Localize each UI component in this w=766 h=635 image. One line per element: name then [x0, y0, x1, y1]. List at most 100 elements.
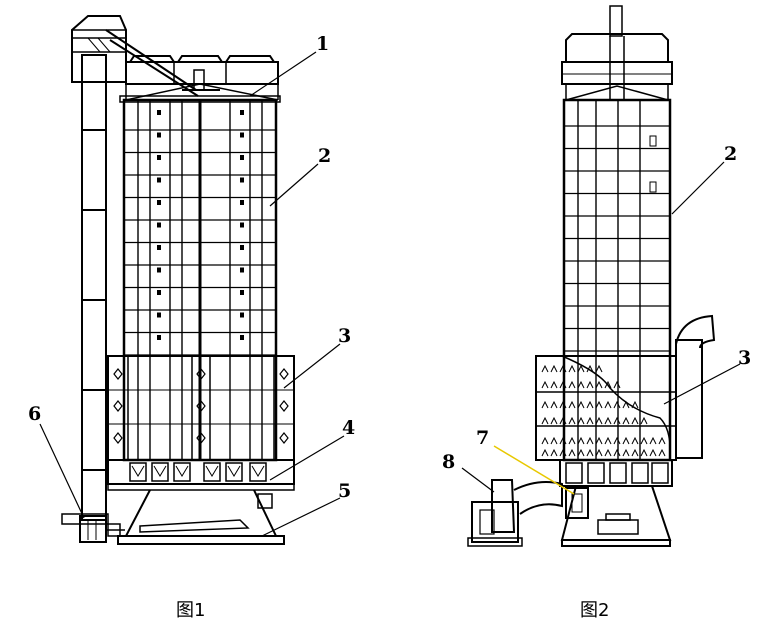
discharge-box [203, 462, 221, 482]
grain-mark [541, 400, 549, 409]
callout-leaders-fig2 [461, 161, 741, 495]
grain-mark [613, 436, 621, 445]
callout-numbers-fig1: 1 2 3 4 5 6 [28, 33, 355, 502]
discharge-box [631, 462, 649, 484]
grain-mark [595, 416, 603, 425]
grain-mark [595, 380, 603, 389]
grain-mark [541, 380, 549, 389]
callout-6: 6 [28, 403, 41, 425]
grain-mark [568, 436, 576, 445]
callout-8: 8 [442, 451, 455, 473]
discharge-box [151, 462, 169, 482]
grain-mark [586, 436, 594, 445]
inlet-diamond [113, 368, 123, 380]
grain-mark [586, 364, 594, 373]
discharge-box [565, 462, 583, 484]
grain-mark [550, 380, 558, 389]
callout-2: 2 [318, 145, 331, 167]
discharge-row [107, 459, 295, 485]
tower-vent-square [157, 177, 161, 183]
grain-mark [559, 416, 567, 425]
figure-1-caption: 图1 [176, 600, 205, 621]
grain-mark [622, 448, 630, 457]
grain-mark [631, 448, 639, 457]
grain-mark [631, 416, 639, 425]
figure-1-dryer-side-view: 1 2 3 4 5 6 图1 [28, 15, 355, 621]
grain-mark [586, 400, 594, 409]
callout-5: 5 [338, 480, 351, 502]
grain-mark [550, 448, 558, 457]
grain-mark [640, 416, 648, 425]
inlet-diamond [196, 400, 206, 412]
grain-mark [595, 364, 603, 373]
grain-mark [613, 416, 621, 425]
base-frame-2 [560, 485, 672, 547]
grain-mark [613, 400, 621, 409]
grain-mark [541, 416, 549, 425]
callout-leaders-fig1 [39, 51, 345, 537]
tower-vent-square [157, 222, 161, 228]
grain-mark [559, 400, 567, 409]
grain-mark [559, 380, 567, 389]
tower-vent-square [157, 245, 161, 250]
inlet-diamond [113, 400, 123, 412]
grain-mark [658, 436, 666, 445]
tower-vent-square [240, 110, 244, 115]
tower-vent-square [157, 290, 161, 295]
inlet-diamond [279, 400, 289, 412]
figure-2-dryer-front-view: 2 3 7 8 图2 [442, 5, 751, 621]
tower-vent-square [240, 132, 244, 138]
tower-vent-square [157, 155, 161, 160]
grain-mark [640, 448, 648, 457]
grain-mark [658, 448, 666, 457]
grain-mark [559, 448, 567, 457]
callout-1: 1 [316, 33, 329, 55]
grain-mark [577, 436, 585, 445]
tower-vent-square [157, 132, 161, 138]
grain-mark [550, 364, 558, 373]
discharge-box [609, 462, 627, 484]
top-hopper-section-2 [561, 5, 673, 101]
tower-vent-square [157, 335, 161, 340]
tower-vent-square [240, 267, 244, 273]
discharge-valve-mark [175, 465, 189, 477]
inlet-diamond [279, 368, 289, 380]
grain-mark [604, 448, 612, 457]
grain-mark [568, 364, 576, 373]
discharge-box [225, 462, 243, 482]
grain-mark [559, 436, 567, 445]
fan-burner-unit [467, 479, 563, 547]
grain-mark [541, 436, 549, 445]
drying-tower-2 [562, 98, 672, 462]
discharge-box [587, 462, 605, 484]
grain-mark [595, 436, 603, 445]
callout-3: 3 [338, 325, 351, 347]
discharge-valve-mark [227, 465, 241, 477]
tower-vent-square [240, 155, 244, 160]
grain-mark [631, 436, 639, 445]
hot-air-chamber [107, 355, 295, 461]
inlet-diamond [196, 368, 206, 380]
figure-2-caption: 图2 [580, 600, 609, 621]
grain-mark [577, 400, 585, 409]
tower-vent-square [240, 177, 244, 183]
inlet-diamond [196, 432, 206, 444]
grain-mark [568, 380, 576, 389]
grain-mark [649, 448, 657, 457]
grain-mark [604, 380, 612, 389]
tower-vent-square [240, 222, 244, 228]
grain-mark [622, 436, 630, 445]
tower-vent-square [157, 312, 161, 318]
grain-mark [595, 400, 603, 409]
exhaust-duct [675, 314, 716, 459]
callout-7: 7 [476, 427, 489, 449]
grain-mark [586, 380, 594, 389]
grain-mark [550, 436, 558, 445]
top-hopper-section [125, 55, 279, 101]
grain-mark [631, 400, 639, 409]
tower-vent-square [240, 335, 244, 340]
grain-mark [622, 416, 630, 425]
grain-mark [541, 364, 549, 373]
discharge-row-2 [559, 459, 673, 487]
